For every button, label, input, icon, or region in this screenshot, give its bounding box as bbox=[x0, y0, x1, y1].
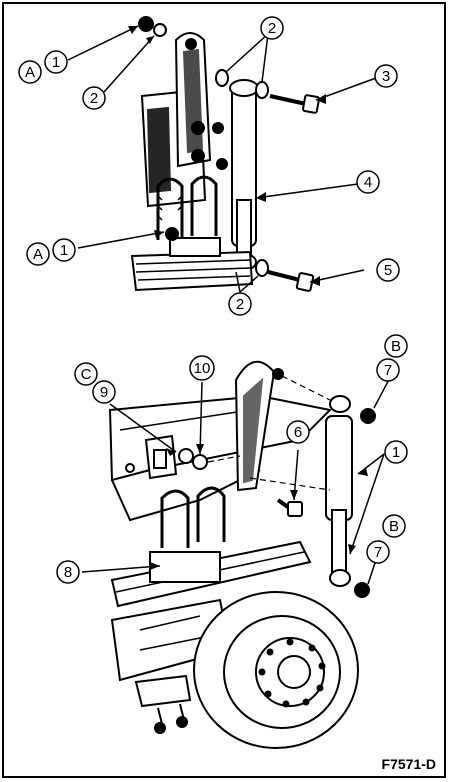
bottom-arrowheads bbox=[150, 444, 368, 570]
nut bbox=[360, 408, 376, 424]
svg-text:1: 1 bbox=[52, 54, 60, 71]
callout-1-top: 1 bbox=[44, 50, 68, 74]
svg-text:6: 6 bbox=[294, 424, 302, 441]
washer bbox=[255, 259, 269, 277]
callout-A-top2: A bbox=[26, 242, 50, 266]
callout-10: 10 bbox=[189, 355, 215, 381]
washer bbox=[255, 81, 269, 99]
svg-text:1: 1 bbox=[60, 242, 68, 259]
svg-text:3: 3 bbox=[382, 68, 390, 85]
svg-text:2: 2 bbox=[268, 20, 276, 37]
callout-1-bottom: 1 bbox=[384, 440, 408, 464]
washer bbox=[153, 23, 167, 37]
callout-4: 4 bbox=[356, 170, 380, 194]
bottom-assembly bbox=[108, 360, 376, 749]
svg-text:8: 8 bbox=[64, 564, 72, 581]
nut bbox=[354, 582, 370, 598]
callout-B-top: B bbox=[384, 334, 408, 358]
svg-text:9: 9 bbox=[100, 384, 108, 401]
callout-B-bottom: B bbox=[382, 514, 406, 538]
upper-bolt bbox=[269, 94, 307, 106]
spring-plate bbox=[134, 674, 192, 708]
bracket-bolt bbox=[191, 149, 205, 163]
u-bolt bbox=[190, 175, 218, 236]
callout-A-top1: A bbox=[18, 60, 42, 84]
svg-text:5: 5 bbox=[384, 262, 392, 279]
callout-9: 9 bbox=[92, 380, 116, 404]
callout-2-top-right: 2 bbox=[260, 16, 284, 40]
svg-text:7: 7 bbox=[384, 362, 392, 379]
callout-7-top: 7 bbox=[376, 358, 400, 382]
svg-text:A: A bbox=[33, 246, 43, 263]
svg-text:1: 1 bbox=[392, 444, 400, 461]
bracket-bolt bbox=[191, 121, 205, 135]
alignment-lines bbox=[207, 375, 331, 491]
callout-1-mid: 1 bbox=[52, 238, 76, 262]
svg-text:B: B bbox=[389, 518, 399, 535]
callout-6: 6 bbox=[286, 420, 310, 444]
shock-absorber-lower bbox=[236, 199, 252, 261]
svg-text:A: A bbox=[25, 64, 35, 81]
lower-bolt bbox=[267, 270, 301, 282]
svg-text:B: B bbox=[391, 338, 401, 355]
u-bolt bbox=[196, 486, 226, 542]
svg-text:2: 2 bbox=[236, 296, 244, 313]
u-bolt bbox=[160, 489, 190, 548]
svg-text:7: 7 bbox=[374, 544, 382, 561]
callout-C: C bbox=[74, 362, 98, 386]
callout-2-bottom: 2 bbox=[228, 292, 252, 316]
callouts: A 1 2 2 3 4 A 1 5 2 C 9 bbox=[18, 16, 408, 584]
callout-8: 8 bbox=[56, 560, 80, 584]
svg-text:4: 4 bbox=[364, 174, 372, 191]
top-leaders bbox=[67, 25, 377, 293]
u-bolt bbox=[156, 177, 184, 240]
callout-3: 3 bbox=[374, 64, 398, 88]
svg-text:C: C bbox=[81, 366, 92, 383]
callout-7-bottom: 7 bbox=[366, 540, 390, 564]
figure-id: F7571-D bbox=[381, 756, 436, 772]
callout-5: 5 bbox=[376, 258, 400, 282]
callout-2-top-left: 2 bbox=[82, 86, 106, 110]
washer bbox=[215, 69, 229, 87]
lug-studs bbox=[258, 638, 326, 708]
washer bbox=[192, 454, 208, 470]
nut bbox=[138, 16, 154, 32]
top-assembly bbox=[130, 16, 320, 292]
svg-text:2: 2 bbox=[90, 90, 98, 107]
svg-text:10: 10 bbox=[194, 360, 211, 377]
shock-absorber bbox=[325, 415, 353, 521]
top-arrowheads bbox=[128, 26, 326, 286]
nut bbox=[178, 448, 194, 464]
